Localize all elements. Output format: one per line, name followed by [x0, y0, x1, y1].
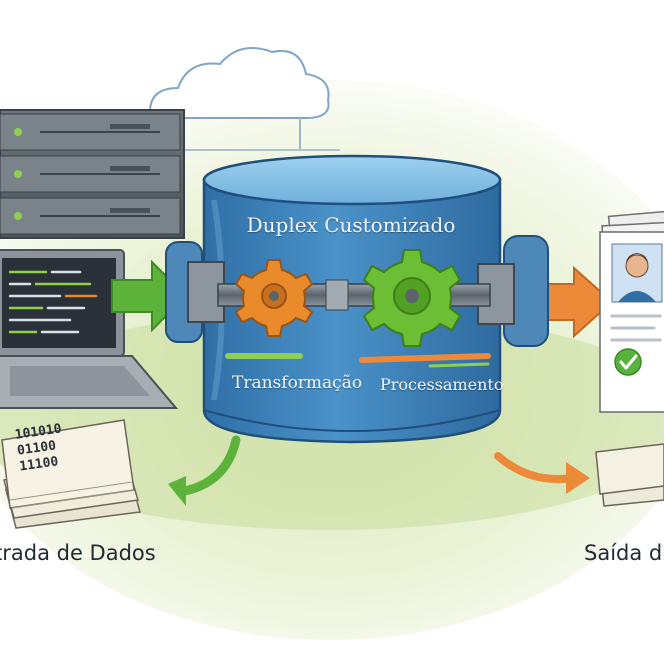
laptop-icon [0, 249, 179, 409]
document-lines [610, 314, 662, 342]
input-label: trada de Dados [0, 541, 156, 565]
input-documents [1, 419, 141, 529]
stage-label-process: Processamento [380, 375, 504, 394]
left-connector [165, 241, 225, 343]
arrow-icon [494, 452, 590, 494]
gear-icon [362, 249, 462, 347]
output-documents [595, 443, 664, 507]
pipe-coupling [325, 279, 349, 311]
process-progress [359, 353, 491, 363]
processing-cylinder [202, 154, 502, 444]
gear-icon [234, 259, 314, 337]
server-rack-icon [0, 109, 185, 239]
cylinder-title: Duplex Customizado [246, 213, 456, 237]
arrow-icon [168, 435, 241, 506]
stage-label-transform: Transformação [232, 373, 363, 393]
checkmark-icon [614, 348, 642, 376]
output-label: Saída d [584, 541, 663, 565]
document-icon [599, 210, 664, 413]
right-connector [477, 235, 549, 347]
avatar-icon [611, 243, 663, 303]
process-progress-tail [428, 362, 490, 368]
